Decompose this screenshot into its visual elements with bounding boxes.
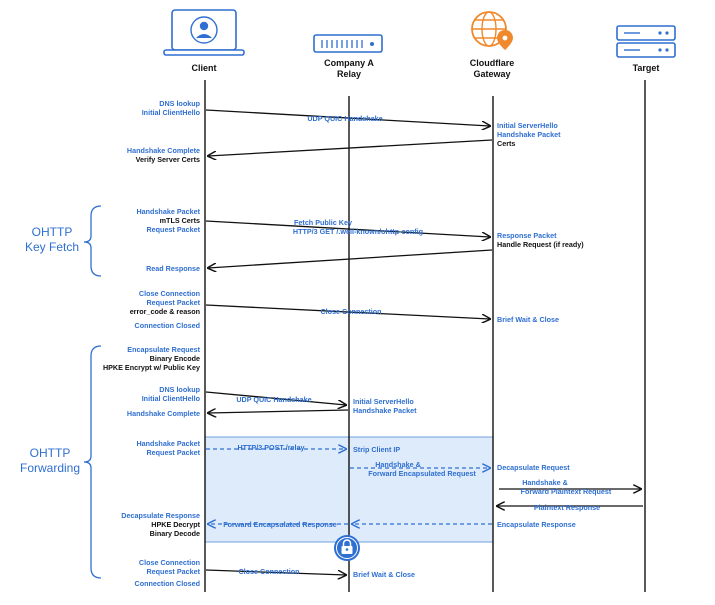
arrow-quic-handshake bbox=[205, 109, 490, 126]
lock-icon bbox=[334, 535, 360, 561]
label-close-connection-arrow: Close Connection bbox=[238, 567, 299, 576]
label-plaintext-response: Plaintext Response bbox=[534, 503, 600, 512]
label-dns-lookup: DNS lookup bbox=[159, 99, 200, 108]
gateway-header-line2: Gateway bbox=[473, 69, 510, 79]
gateway-header-line1: Cloudflare bbox=[470, 58, 515, 68]
label-initial-serverhello: Initial ServerHello bbox=[497, 121, 558, 130]
label-read-response: Read Response bbox=[146, 264, 200, 273]
arrow-final-close bbox=[205, 569, 346, 575]
label-error-code-reason: error_code & reason bbox=[130, 307, 200, 316]
label-request-packet: Request Packet bbox=[146, 225, 200, 234]
label-close-connection-arrow: Close Connection bbox=[320, 307, 381, 316]
label-forward-encapsulated-response: Forward Encapsulated Response bbox=[223, 520, 336, 529]
label-verify-server-certs: Verify Server Certs bbox=[136, 155, 200, 164]
label-handshake-packet: Handshake Packet bbox=[136, 439, 200, 448]
globe-pin-icon bbox=[471, 11, 513, 50]
label-response-packet: Response Packet bbox=[497, 231, 557, 240]
label-request-packet: Request Packet bbox=[146, 567, 200, 576]
label-udp-quic-handshake: UDP QUIC Handshake bbox=[307, 114, 382, 123]
label-close-connection: Close Connection bbox=[139, 558, 200, 567]
forwarding-label-line1: OHTTP bbox=[30, 446, 71, 460]
label-brief-wait-close: Brief Wait & Close bbox=[353, 570, 415, 579]
label-forward-plaintext-request: Forward Plaintext Request bbox=[521, 487, 612, 496]
label-close-connection: Close Connection bbox=[139, 289, 200, 298]
label-fetch-public-key: Fetch Public Key bbox=[294, 218, 352, 227]
label-connection-closed: Connection Closed bbox=[135, 321, 201, 330]
relay-header-line2: Relay bbox=[337, 69, 361, 79]
label-handle-request: Handle Request (if ready) bbox=[497, 240, 584, 249]
forwarding-label-line2: Forwarding bbox=[20, 461, 80, 475]
label-hpke-encrypt: HPKE Encrypt w/ Public Key bbox=[103, 363, 200, 372]
label-handshake-and: Handshake & bbox=[522, 478, 568, 487]
laptop-icon bbox=[163, 9, 245, 56]
label-encapsulate-response: Encapsulate Response bbox=[497, 520, 576, 529]
arrow-relay-handshake-return bbox=[208, 410, 349, 413]
label-handshake-complete: Handshake Complete bbox=[127, 409, 200, 418]
arrow-relay-quic bbox=[205, 391, 346, 405]
label-brief-wait-close: Brief Wait & Close bbox=[497, 315, 559, 324]
label-binary-encode: Binary Encode bbox=[150, 354, 200, 363]
server-icon bbox=[313, 34, 383, 53]
label-decapsulate-request: Decapsulate Request bbox=[497, 463, 570, 472]
arrow-fetch-public-key bbox=[205, 220, 490, 237]
label-initial-serverhello: Initial ServerHello bbox=[353, 397, 414, 406]
label-certs: Certs bbox=[497, 139, 515, 148]
label-request-packet: Request Packet bbox=[146, 448, 200, 457]
client-header: Client bbox=[191, 63, 216, 73]
key-fetch-label-line2: Key Fetch bbox=[25, 240, 79, 254]
label-initial-clienthello: Initial ClientHello bbox=[142, 394, 201, 403]
label-initial-clienthello: Initial ClientHello bbox=[142, 108, 201, 117]
label-handshake-and: Handshake & bbox=[375, 460, 421, 469]
label-handshake-packet: Handshake Packet bbox=[136, 207, 200, 216]
label-connection-closed: Connection Closed bbox=[135, 579, 201, 588]
target-header: Target bbox=[633, 63, 660, 73]
arrow-close-connection bbox=[205, 304, 490, 319]
key-fetch-label-line1: OHTTP bbox=[32, 225, 73, 239]
relay-header-line1: Company A bbox=[324, 58, 374, 68]
label-mtls-certs: mTLS Certs bbox=[160, 216, 200, 225]
label-decapsulate-response: Decapsulate Response bbox=[121, 511, 200, 520]
label-http3-post: HTTP/3 POST /relay bbox=[237, 443, 304, 452]
forwarding-brace bbox=[83, 345, 102, 579]
label-request-packet: Request Packet bbox=[146, 298, 200, 307]
rack-server-icon bbox=[616, 25, 676, 58]
arrow-read-response bbox=[208, 249, 493, 268]
label-strip-client-ip: Strip Client IP bbox=[353, 445, 400, 454]
key-fetch-brace bbox=[83, 205, 102, 277]
label-dns-lookup: DNS lookup bbox=[159, 385, 200, 394]
label-hpke-decrypt: HPKE Decrypt bbox=[151, 520, 200, 529]
label-binary-decode: Binary Decode bbox=[150, 529, 200, 538]
label-handshake-packet: Handshake Packet bbox=[353, 406, 417, 415]
arrow-handshake-return bbox=[208, 139, 493, 156]
label-handshake-packet: Handshake Packet bbox=[497, 130, 561, 139]
label-http3-get: HTTP/3 GET /.well-known/ohttp-config bbox=[293, 227, 423, 236]
label-encapsulate-request: Encapsulate Request bbox=[127, 345, 200, 354]
label-udp-quic-handshake: UDP QUIC Handshake bbox=[236, 395, 311, 404]
label-forward-encapsulated-request: Forward Encapsulated Request bbox=[368, 469, 476, 478]
label-handshake-complete: Handshake Complete bbox=[127, 146, 200, 155]
